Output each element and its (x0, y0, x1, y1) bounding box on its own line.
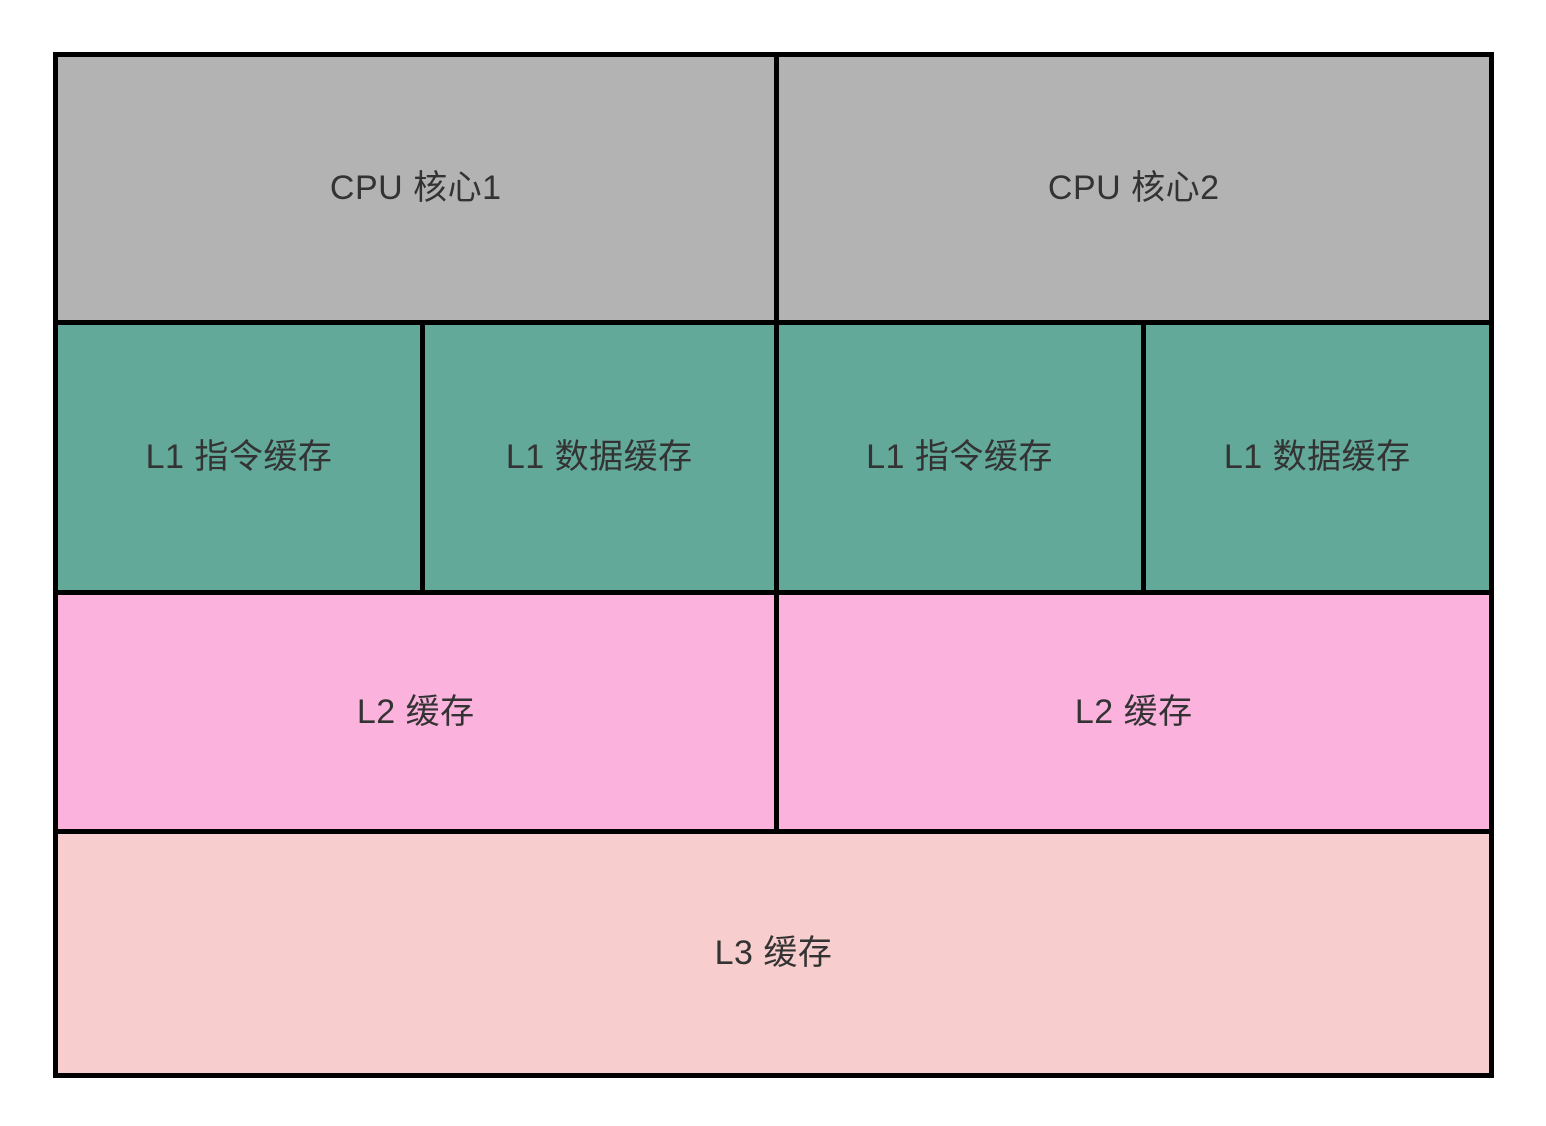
l2-cache-row: L2 缓存 L2 缓存 (58, 595, 1489, 834)
cpu-core-2-block: CPU 核心2 (773, 57, 1489, 320)
core-1-l2-cache-block: L2 缓存 (58, 595, 774, 829)
core-1-l1-group: L1 指令缓存 L1 数据缓存 (58, 325, 774, 590)
core-2-l1-data-cache-block: L1 数据缓存 (1140, 325, 1489, 590)
cpu-cores-row: CPU 核心1 CPU 核心2 (58, 57, 1489, 325)
core-1-l1-instruction-cache-block: L1 指令缓存 (58, 325, 420, 590)
l3-cache-row: L3 缓存 (58, 834, 1489, 1073)
shared-l3-cache-block: L3 缓存 (58, 834, 1489, 1073)
l1-cache-row: L1 指令缓存 L1 数据缓存 L1 指令缓存 L1 数据缓存 (58, 325, 1489, 595)
core-2-l1-group: L1 指令缓存 L1 数据缓存 (773, 325, 1489, 590)
core-2-l1-instruction-cache-block: L1 指令缓存 (778, 325, 1141, 590)
core-2-l1-data-cache-label: L1 数据缓存 (1223, 438, 1411, 477)
cpu-core-1-label: CPU 核心1 (329, 169, 502, 208)
shared-l3-cache-label: L3 缓存 (714, 934, 833, 973)
core-1-l1-data-cache-label: L1 数据缓存 (505, 438, 693, 477)
cpu-core-2-label: CPU 核心2 (1047, 169, 1220, 208)
chip-outline: CPU 核心1 CPU 核心2 L1 指令缓存 L1 数据缓存 L1 指令缓存 (53, 52, 1494, 1078)
core-2-l2-cache-block: L2 缓存 (773, 595, 1489, 829)
core-1-l1-data-cache-block: L1 数据缓存 (420, 325, 774, 590)
core-2-l1-instruction-cache-label: L1 指令缓存 (866, 438, 1053, 477)
core-2-l2-cache-label: L2 缓存 (1074, 692, 1193, 731)
cpu-core-1-block: CPU 核心1 (58, 57, 774, 320)
core-1-l1-instruction-cache-label: L1 指令缓存 (145, 438, 333, 477)
core-1-l2-cache-label: L2 缓存 (356, 692, 475, 731)
